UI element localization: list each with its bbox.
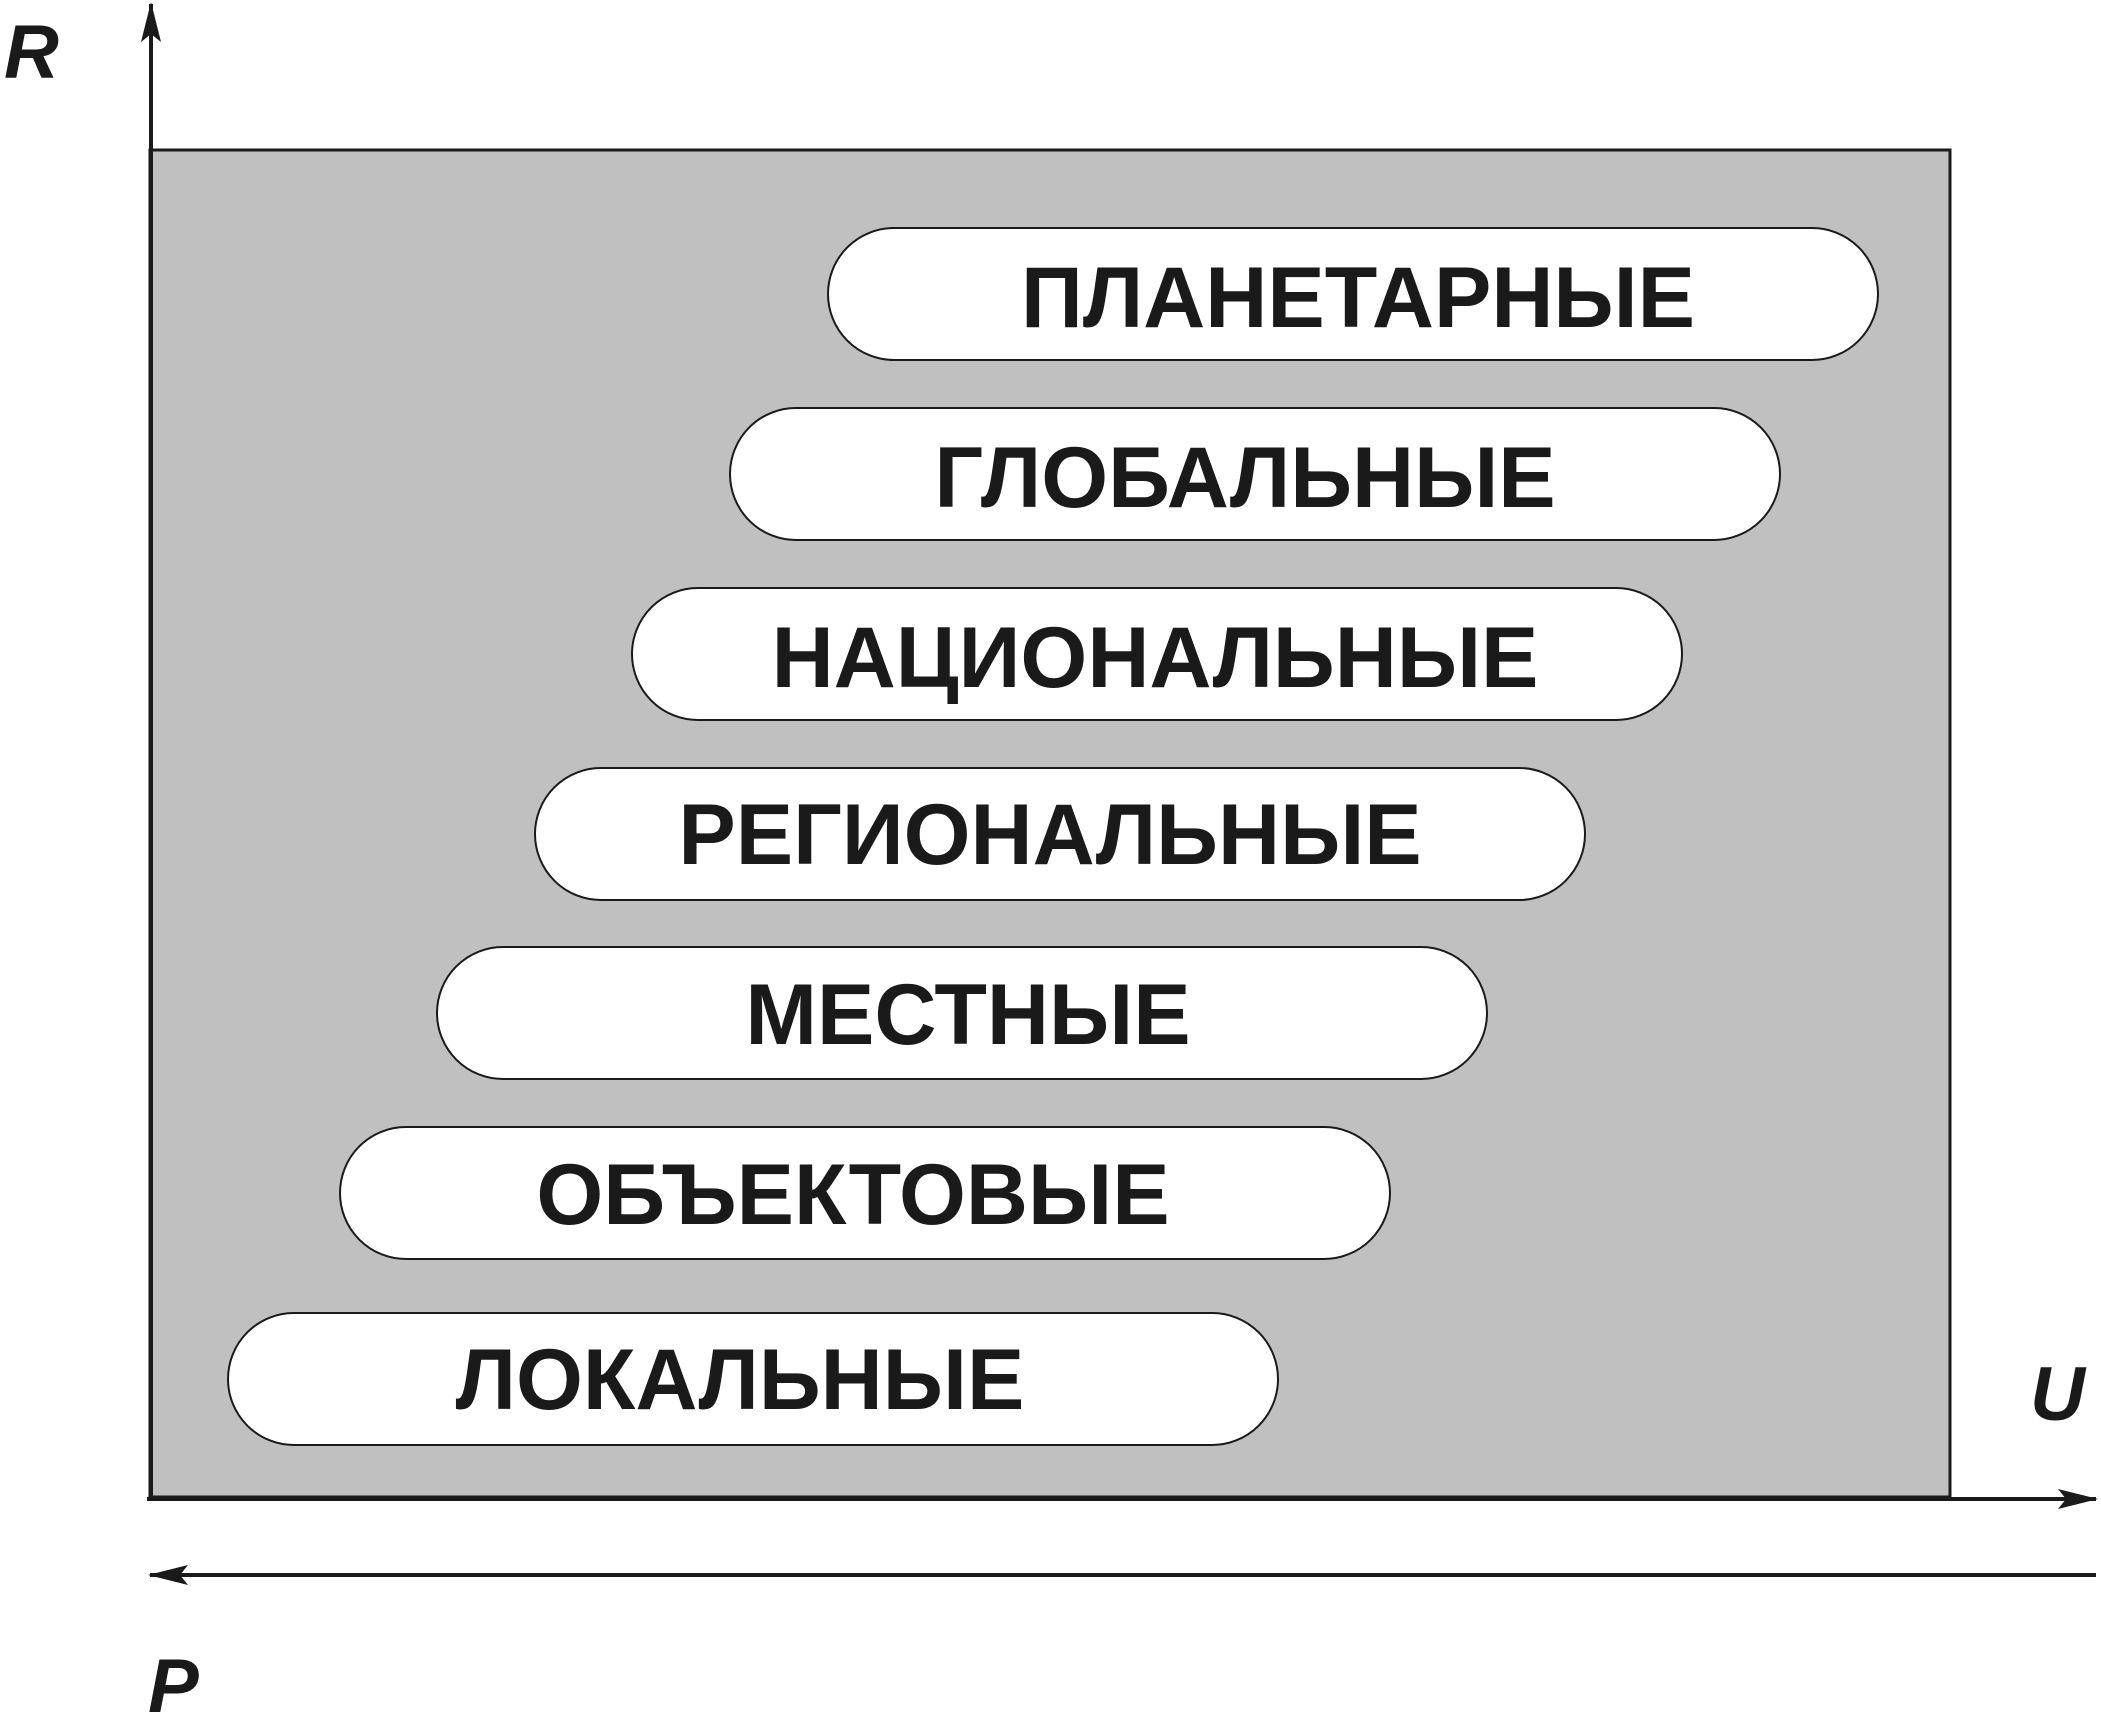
level-label: НАЦИОНАЛЬНЫЕ bbox=[772, 610, 1539, 706]
level-pill-2: НАЦИОНАЛЬНЫЕ bbox=[631, 587, 1683, 721]
p-axis-label: P bbox=[148, 1644, 199, 1724]
level-label: ГЛОБАЛЬНЫЕ bbox=[934, 430, 1555, 526]
level-label: ПЛАНЕТАРНЫЕ bbox=[1021, 250, 1695, 346]
level-pill-shape bbox=[534, 767, 1586, 901]
level-pill-3: РЕГИОНАЛЬНЫЕ bbox=[534, 767, 1586, 901]
level-label: МЕСТНЫЕ bbox=[745, 967, 1190, 1063]
level-pill-5: ОБЪЕКТОВЫЕ bbox=[339, 1126, 1391, 1260]
level-pill-shape bbox=[827, 227, 1879, 361]
level-label: ОБЪЕКТОВЫЕ bbox=[536, 1147, 1169, 1243]
level-label: РЕГИОНАЛЬНЫЕ bbox=[678, 787, 1421, 883]
level-pill-0: ПЛАНЕТАРНЫЕ bbox=[827, 227, 1879, 361]
level-pill-6: ЛОКАЛЬНЫЕ bbox=[227, 1312, 1279, 1446]
level-label: ЛОКАЛЬНЫЕ bbox=[456, 1332, 1025, 1428]
level-pill-1: ГЛОБАЛЬНЫЕ bbox=[729, 407, 1781, 541]
level-pill-shape bbox=[631, 587, 1683, 721]
level-pill-shape bbox=[729, 407, 1781, 541]
level-pill-4: МЕСТНЫЕ bbox=[436, 946, 1488, 1080]
level-pill-shape bbox=[339, 1126, 1391, 1260]
u-axis-label: U bbox=[2030, 1352, 2087, 1437]
r-axis-label: R bbox=[4, 10, 59, 95]
level-pill-shape bbox=[436, 946, 1488, 1080]
level-pill-shape bbox=[227, 1312, 1279, 1446]
